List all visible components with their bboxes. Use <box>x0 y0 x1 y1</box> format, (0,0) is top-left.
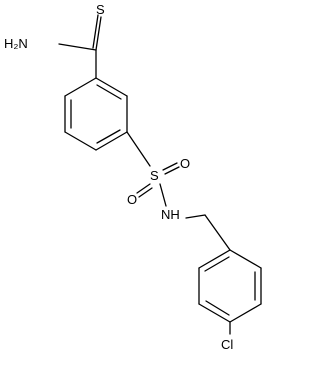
bond-ring1-inner-1 <box>96 84 122 100</box>
bond-c-s-thioamide-2 <box>92 14 99 49</box>
molecule-structure: S H₂N S O O NH Cl <box>4 2 262 352</box>
bond-ring1-d <box>64 131 97 151</box>
oxygen-upper-label: O <box>180 156 190 171</box>
structure-canvas: S H₂N S O O NH Cl <box>4 2 262 352</box>
bond-ch2-ring <box>204 214 231 251</box>
bond-ring1-f <box>64 77 97 97</box>
amide-n-label: H₂N <box>4 36 28 51</box>
bond-ring1-c <box>95 131 128 151</box>
bond-ring2-c <box>229 303 262 323</box>
sulfonyl-s-label: S <box>150 168 159 183</box>
bond-ring2-f <box>198 249 231 269</box>
bond-s-o-lower-2 <box>138 187 153 198</box>
bond-c-n-amide <box>58 43 97 51</box>
bond-n-ch2 <box>185 214 206 219</box>
bond-s-o-lower-1 <box>136 183 151 194</box>
bond-c-s-thioamide-1 <box>95 16 102 51</box>
oxygen-lower-label: O <box>127 192 137 207</box>
chlorine-label: Cl <box>221 337 233 352</box>
bond-ring2-inner-1 <box>204 256 230 272</box>
bond-ring1-inner-2 <box>96 129 121 144</box>
bond-ring2-inner-3 <box>205 300 230 316</box>
thioamide-s-label: S <box>96 2 105 17</box>
bond-ring2-d <box>198 303 231 323</box>
sulfonamide-nh-label: NH <box>161 207 180 222</box>
bond-ring1-a <box>95 77 128 97</box>
bond-s-o-upper-2 <box>164 166 180 175</box>
bond-s-o-upper-1 <box>162 162 178 171</box>
bond-ring2-a <box>229 249 262 269</box>
bond-ring-to-sulfonyl <box>126 131 151 167</box>
bond-s-n <box>159 183 167 207</box>
